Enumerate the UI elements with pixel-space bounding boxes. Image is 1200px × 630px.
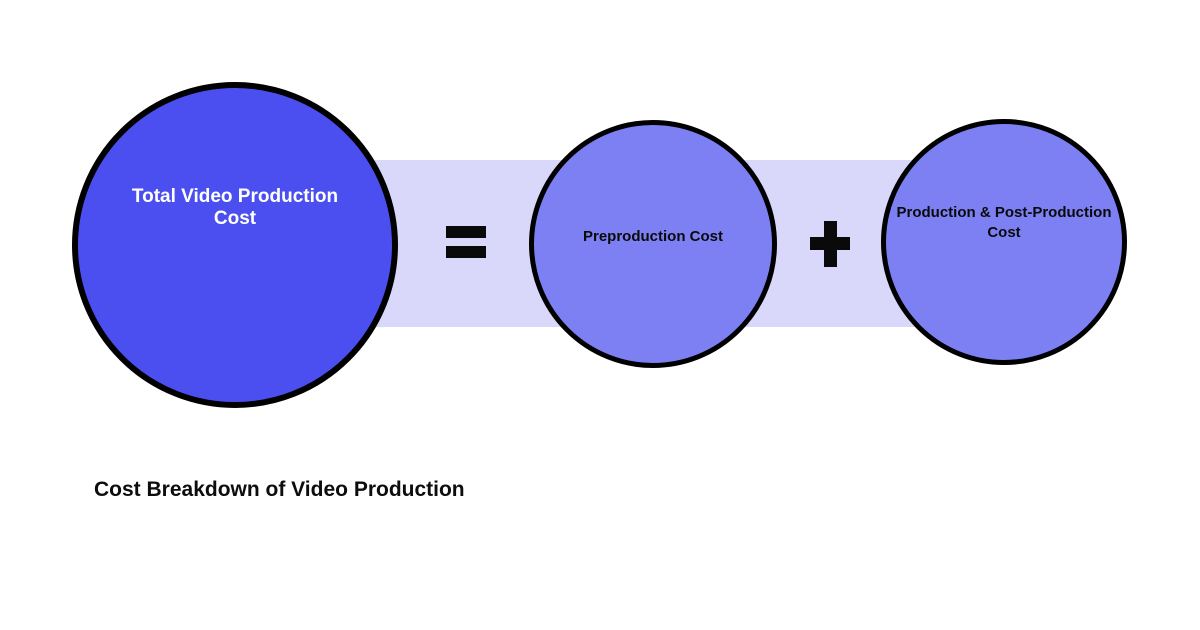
diagram-title: Cost Breakdown of Video Production	[94, 478, 465, 501]
production-post-cost-circle: Production & Post-Production Cost	[881, 119, 1127, 365]
total-cost-circle: Total Video Production Cost	[72, 82, 398, 408]
production-post-label-line-2: Cost	[987, 224, 1021, 241]
preproduction-cost-circle: Preproduction Cost	[529, 120, 777, 368]
total-cost-label-line-1: Total Video Production	[131, 186, 339, 207]
total-cost-label-line-2: Cost	[213, 208, 257, 229]
equals-icon: =	[446, 226, 486, 258]
production-post-label-line-1: Production & Post-Production	[896, 204, 1112, 221]
production-post-cost-label: Production & Post-Production Cost	[886, 203, 1122, 243]
total-cost-label: Total Video Production Cost	[78, 186, 392, 230]
plus-icon: +	[810, 221, 850, 267]
preproduction-cost-label: Preproduction Cost	[582, 228, 723, 245]
